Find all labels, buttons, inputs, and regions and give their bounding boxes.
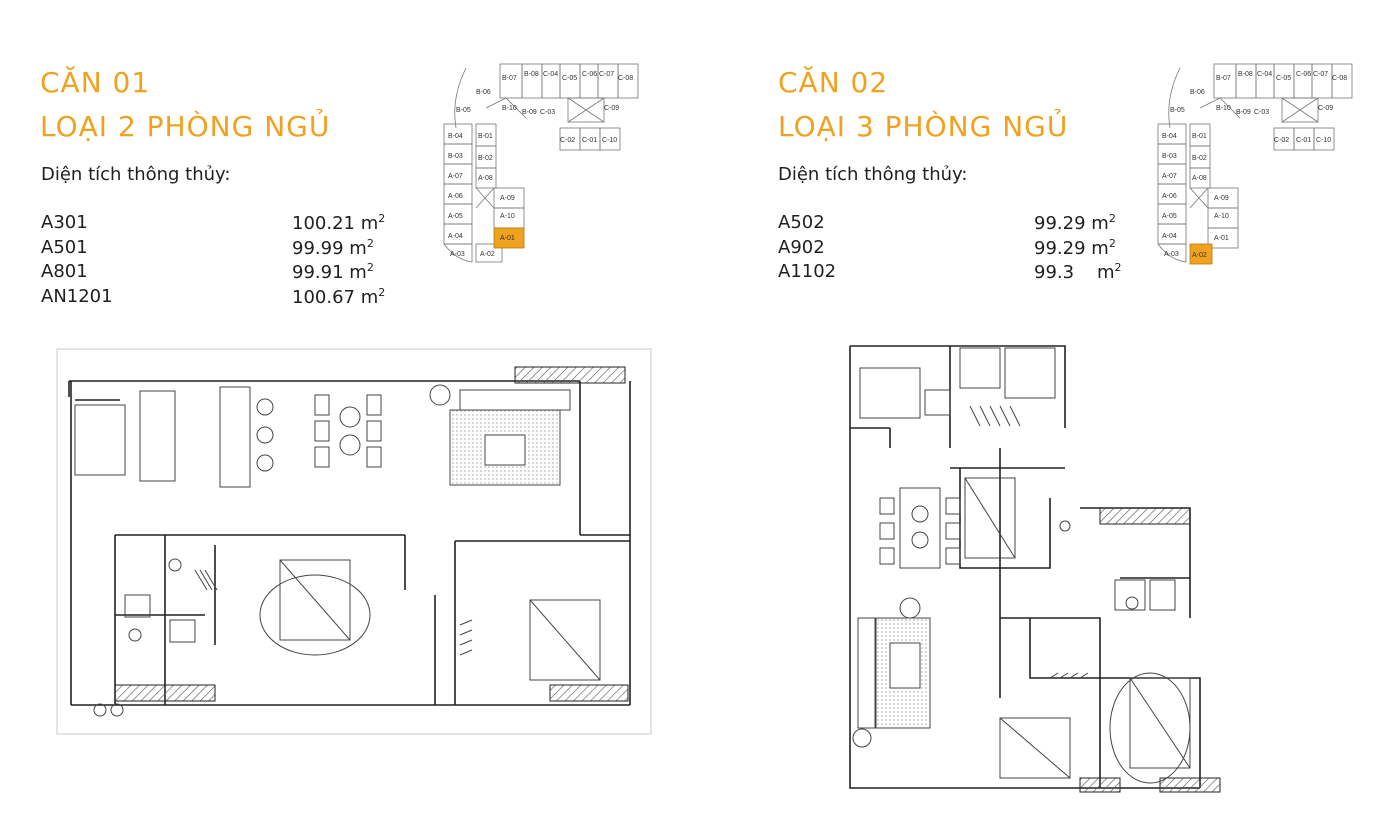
svg-text:A-10: A-10 xyxy=(1214,213,1229,220)
svg-text:A-09: A-09 xyxy=(1214,195,1229,202)
svg-text:B-10: B-10 xyxy=(502,105,517,112)
svg-text:B-09: B-09 xyxy=(1236,109,1251,116)
svg-text:C-10: C-10 xyxy=(602,137,617,144)
svg-text:A-05: A-05 xyxy=(448,213,463,220)
area-row: AN1201 100.67 m2 xyxy=(41,286,401,311)
svg-text:C-06: C-06 xyxy=(582,71,597,78)
unit-type-title: LOẠI 2 PHÒNG NGỦ xyxy=(40,110,331,143)
svg-text:B-06: B-06 xyxy=(1190,89,1205,96)
svg-text:A-04: A-04 xyxy=(1162,233,1177,240)
svg-text:B-05: B-05 xyxy=(1170,107,1185,114)
svg-text:C-08: C-08 xyxy=(1332,75,1347,82)
apartment-code: AN1201 xyxy=(41,285,113,307)
svg-text:B-02: B-02 xyxy=(1192,155,1207,162)
svg-text:B-10: B-10 xyxy=(1216,105,1231,112)
svg-text:A-07: A-07 xyxy=(448,173,463,180)
svg-text:B-07: B-07 xyxy=(502,75,517,82)
svg-text:C-03: C-03 xyxy=(1254,109,1269,116)
svg-text:C-10: C-10 xyxy=(1316,137,1331,144)
area-value: 99.99 m2 xyxy=(292,236,374,259)
area-row: A502 99.29 m2 xyxy=(778,212,1158,237)
highlighted-unit xyxy=(1189,243,1213,265)
svg-text:C-02: C-02 xyxy=(1274,137,1289,144)
area-value: 99.29 m2 xyxy=(1034,236,1116,259)
apartment-code: A301 xyxy=(41,212,88,233)
apartment-code: A902 xyxy=(778,236,825,258)
highlighted-unit-label: A-02 xyxy=(1192,252,1207,259)
svg-text:A-08: A-08 xyxy=(478,175,493,182)
apartment-code: A502 xyxy=(778,212,825,233)
highlighted-unit-label: A-01 xyxy=(500,235,515,242)
area-list: A502 99.29 m2 A902 99.29 m2 A1102 99.3 m… xyxy=(778,212,1158,286)
svg-text:B-09: B-09 xyxy=(522,109,537,116)
svg-text:C-07: C-07 xyxy=(599,71,614,78)
svg-text:B-05: B-05 xyxy=(456,107,471,114)
area-label: Diện tích thông thủy: xyxy=(41,164,231,185)
svg-text:C-08: C-08 xyxy=(618,75,633,82)
svg-text:A-01: A-01 xyxy=(1214,235,1229,242)
svg-text:C-05: C-05 xyxy=(1276,75,1291,82)
svg-text:C-09: C-09 xyxy=(1318,105,1333,112)
unit-title: CĂN 02 xyxy=(778,66,889,99)
svg-text:A-05: A-05 xyxy=(1162,213,1177,220)
area-value: 100.67 m2 xyxy=(292,285,386,308)
area-row: A801 99.91 m2 xyxy=(41,261,401,286)
area-list: A301 100.21 m2 A501 99.99 m2 A801 99.91 … xyxy=(41,212,401,310)
svg-text:C-07: C-07 xyxy=(1313,71,1328,78)
svg-text:A-09: A-09 xyxy=(500,195,515,202)
area-row: A301 100.21 m2 xyxy=(41,212,401,237)
svg-text:B-08: B-08 xyxy=(524,71,539,78)
area-label: Diện tích thông thủy: xyxy=(778,164,968,185)
area-value: 99.29 m2 xyxy=(1034,212,1116,234)
area-row: A501 99.99 m2 xyxy=(41,237,401,262)
svg-text:B-04: B-04 xyxy=(448,133,463,140)
svg-text:C-01: C-01 xyxy=(582,137,597,144)
area-row: A1102 99.3 m2 xyxy=(778,261,1158,286)
svg-text:B-06: B-06 xyxy=(476,89,491,96)
area-value: 100.21 m2 xyxy=(292,212,386,234)
apartment-code: A801 xyxy=(41,261,88,282)
svg-text:A-07: A-07 xyxy=(1162,173,1177,180)
svg-text:B-03: B-03 xyxy=(1162,153,1177,160)
area-value: 99.3 m2 xyxy=(1034,261,1122,283)
svg-text:C-02: C-02 xyxy=(560,137,575,144)
floor-plan-3-bedroom xyxy=(849,345,1221,793)
svg-text:A-10: A-10 xyxy=(500,213,515,220)
floor-plan-2-bedroom xyxy=(56,348,652,735)
svg-text:B-04: B-04 xyxy=(1162,133,1177,140)
svg-text:A-06: A-06 xyxy=(1162,193,1177,200)
svg-text:B-03: B-03 xyxy=(448,153,463,160)
svg-text:C-03: C-03 xyxy=(540,109,555,116)
svg-text:C-04: C-04 xyxy=(543,71,558,78)
apartment-code: A1102 xyxy=(778,261,837,282)
svg-text:B-01: B-01 xyxy=(478,133,493,140)
svg-text:A-08: A-08 xyxy=(1192,175,1207,182)
area-value: 99.91 m2 xyxy=(292,261,374,283)
svg-text:A-04: A-04 xyxy=(448,233,463,240)
area-row: A902 99.29 m2 xyxy=(778,237,1158,262)
svg-text:C-06: C-06 xyxy=(1296,71,1311,78)
svg-text:B-01: B-01 xyxy=(1192,133,1207,140)
svg-text:B-08: B-08 xyxy=(1238,71,1253,78)
svg-text:A-03: A-03 xyxy=(450,251,465,258)
svg-text:A-02: A-02 xyxy=(480,251,495,258)
svg-text:C-04: C-04 xyxy=(1257,71,1272,78)
unit-panel-01: CĂN 01 LOẠI 2 PHÒNG NGỦ Diện tích thông … xyxy=(40,63,652,735)
svg-text:A-06: A-06 xyxy=(448,193,463,200)
apartment-code: A501 xyxy=(41,236,88,258)
svg-text:C-01: C-01 xyxy=(1296,137,1311,144)
svg-text:B-02: B-02 xyxy=(478,155,493,162)
svg-text:C-09: C-09 xyxy=(604,105,619,112)
svg-text:C-05: C-05 xyxy=(562,75,577,82)
highlighted-unit xyxy=(493,227,525,249)
unit-title: CĂN 01 xyxy=(40,66,151,99)
svg-text:B-07: B-07 xyxy=(1216,75,1231,82)
svg-text:A-03: A-03 xyxy=(1164,251,1179,258)
unit-type-title: LOẠI 3 PHÒNG NGỦ xyxy=(778,110,1069,143)
unit-panel-02: CĂN 02 LOẠI 3 PHÒNG NGỦ Diện tích thông … xyxy=(700,0,1400,833)
